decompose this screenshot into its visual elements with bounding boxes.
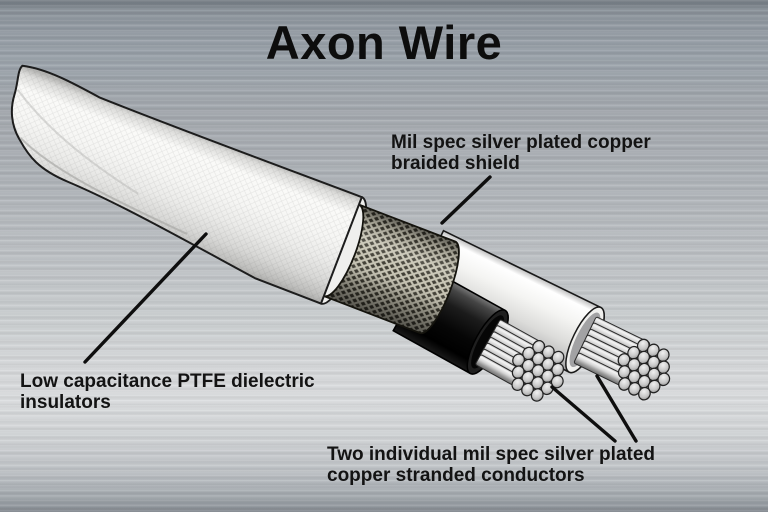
label-braided-shield-line2: braided shield (391, 152, 520, 174)
jacket-crease (19, 137, 188, 235)
ptfe-outer-jacket (10, 64, 364, 305)
leader-line-braided-shield (440, 175, 492, 225)
label-braided-shield: Mil spec silver plated copper braided sh… (391, 132, 651, 174)
braided-shield (323, 203, 460, 335)
label-stranded-conductors-line1: Two individual mil spec silver plated (327, 444, 656, 465)
label-dielectric-insulators: Low capacitance PTFE dielectric insulato… (20, 371, 315, 413)
label-stranded-conductors: Two individual mil spec silver plated co… (327, 444, 656, 486)
jacket-fold-line (16, 88, 139, 195)
label-stranded-conductors-line2: copper stranded conductors (327, 464, 585, 486)
label-dielectric-insulators-line1: Low capacitance PTFE dielectric (20, 371, 315, 392)
black-conductor-strand-bundle (475, 319, 565, 402)
page-title: Axon Wire (265, 16, 503, 69)
label-dielectric-insulators-line2: insulators (20, 391, 111, 413)
white-conductor-strand-bundle (573, 316, 671, 401)
jacket-weave-texture (11, 65, 362, 304)
label-braided-shield-line1: Mil spec silver plated copper (391, 132, 651, 153)
leader-line-conductor-left (550, 385, 617, 443)
leader-line-conductor-right (595, 374, 638, 443)
cable-assembly (10, 64, 671, 402)
white-insulated-conductor (410, 229, 671, 401)
leader-line-insulators (83, 232, 208, 364)
braid-shading (323, 203, 460, 335)
leader-lines (83, 175, 638, 443)
